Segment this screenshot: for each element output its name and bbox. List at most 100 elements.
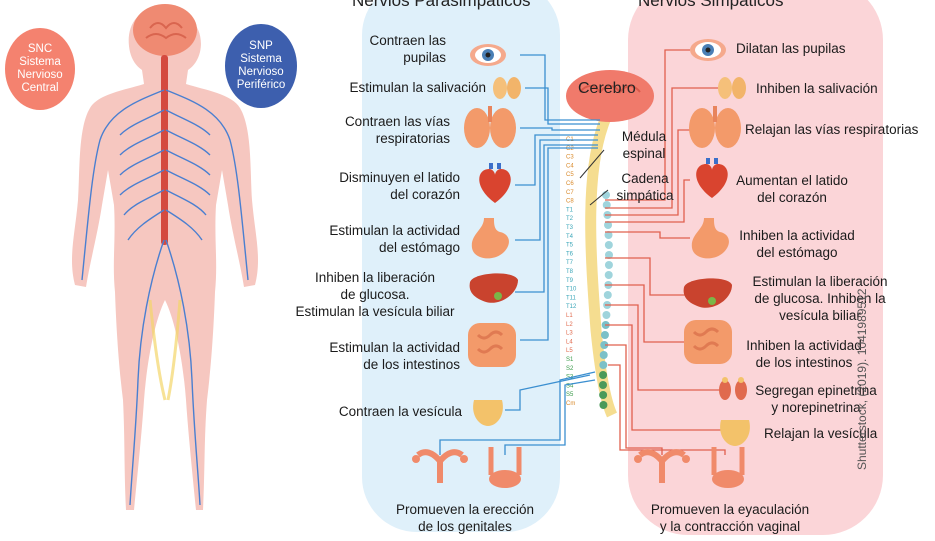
chain-ganglion [603, 291, 612, 299]
vertebra-label-c8: C8 [566, 199, 574, 205]
chain-ganglion [599, 371, 608, 379]
para-effect-liver: Inhiben la liberación de glucosa. Estimu… [295, 270, 455, 319]
para-effect-stomach: Estimulan la actividad del estómago [329, 223, 460, 255]
salivary-gland-icon [493, 77, 521, 99]
chain-ganglion [599, 361, 608, 369]
vertebra-labels: C1C2C3C4C5C6C7C8T1T2T3T4T5T6T7T8T9T10T11… [566, 137, 577, 407]
male-reproductive-icon [711, 447, 745, 488]
intestines-icon [684, 320, 732, 364]
vertebra-label-l2: L2 [566, 322, 573, 328]
vertebra-label-t8: T8 [566, 269, 574, 275]
vertebra-label-c3: C3 [566, 155, 574, 161]
chain-ganglion [602, 311, 611, 319]
para-effect-heart: Disminuyen el latido del corazón [339, 170, 460, 202]
parasympathetic-pathways [439, 54, 600, 455]
chain-ganglion [604, 251, 613, 259]
vertebra-label-t1: T1 [566, 207, 574, 213]
snp-badge: SNP Sistema Nervioso Periférico [225, 24, 297, 108]
para-effect-bladder: Contraen la vesícula [338, 404, 462, 419]
heart-icon [479, 163, 511, 203]
human-body-icon [71, 4, 259, 510]
brain-label: Cerebro [578, 80, 636, 97]
symp-effect-salivation: Inhiben la salivación [756, 81, 878, 96]
female-reproductive-icon [412, 449, 468, 483]
vertebra-label-t10: T10 [566, 287, 577, 293]
stomach-icon [471, 218, 509, 259]
vertebra-label-c6: C6 [566, 181, 574, 187]
vertebra-label-t9: T9 [566, 278, 574, 284]
symp-effect-stomach: Inhiben la actividad del estómago [739, 228, 855, 260]
vertebra-label-s5: S5 [566, 392, 574, 398]
chain-ganglion [599, 381, 608, 389]
spinal-cord-label: Médula espinal [621, 129, 667, 161]
liver-icon [683, 278, 732, 308]
vertebra-label-t7: T7 [566, 260, 574, 266]
liver-icon [469, 273, 518, 303]
vertebra-label-s2: S2 [566, 366, 574, 372]
vertebra-label-t12: T12 [566, 304, 577, 310]
vertebra-label-s1: S1 [566, 357, 574, 363]
symp-effect-adrenal: Segregan epinetrina y norepinetrina [755, 383, 877, 415]
vertebra-label-s4: S4 [566, 383, 574, 389]
male-reproductive-icon [488, 447, 522, 488]
symp-effect-heart: Aumentan el latido del corazón [736, 173, 848, 205]
vertebra-label-t5: T5 [566, 243, 574, 249]
chain-ganglion [604, 261, 613, 269]
heart-icon [696, 158, 728, 198]
vertebra-label-t2: T2 [566, 216, 574, 222]
symp-effect-airways: Relajan las vías respiratorias [745, 122, 919, 137]
chain-ganglion [599, 401, 608, 409]
symp-effect-pupils: Dilatan las pupilas [736, 41, 846, 56]
symp-effect-genitals: Promueven la eyaculación y la contracció… [650, 502, 810, 534]
vertebra-label-c7: C7 [566, 190, 574, 196]
vertebra-label-l5: L5 [566, 348, 573, 354]
eye-icon [470, 44, 506, 66]
image-credit: Shutterstock, (2019). 1041989512 [855, 288, 869, 470]
vertebra-label-t4: T4 [566, 234, 574, 240]
vertebra-label-l1: L1 [566, 313, 573, 319]
salivary-gland-icon [718, 77, 746, 99]
snc-badge: SNC Sistema Nervioso Central [5, 28, 75, 110]
sympathetic-header: Nervios Simpáticos [638, 0, 784, 10]
chain-ganglion [599, 391, 608, 399]
symp-effect-liver: Estimulan la liberación de glucosa. Inhi… [752, 274, 888, 323]
chain-ganglion [600, 341, 609, 349]
chain-ganglion [599, 351, 608, 359]
chain-ganglion [602, 201, 611, 209]
vertebra-label-t6: T6 [566, 251, 574, 257]
vertebra-label-cm: Cm [566, 401, 575, 407]
lungs-icon [689, 106, 741, 148]
para-effect-pupils: Contraen las pupilas [369, 33, 446, 65]
para-effect-genitals: Promueven la erección de los genitales [395, 502, 535, 534]
sympathetic-pathways [605, 49, 730, 455]
spinal-column [579, 117, 618, 418]
vertebra-label-c4: C4 [566, 163, 574, 169]
intestines-icon [468, 323, 516, 367]
para-effect-airways: Contraen las vías respiratorias [344, 114, 450, 146]
eye-icon [690, 39, 726, 61]
symp-effect-intestines: Inhiben la actividad de los intestinos [746, 338, 862, 370]
parasympathetic-header: Nervios Parasimpáticos [352, 0, 531, 10]
vertebra-label-t11: T11 [566, 295, 577, 301]
vertebra-label-l3: L3 [566, 331, 573, 337]
chain-ganglion [604, 231, 613, 239]
adrenal-kidney-icon [719, 377, 747, 400]
para-effect-intestines: Estimulan la actividad de los intestinos [329, 340, 460, 372]
vertebra-label-l4: L4 [566, 339, 573, 345]
symp-effect-bladder: Relajan la vesícula [764, 426, 878, 441]
lungs-icon [464, 106, 516, 148]
chain-ganglion [600, 331, 609, 339]
para-effect-salivation: Estimulan la salivación [349, 80, 486, 95]
chain-ganglion [604, 241, 613, 249]
sympathetic-chain-label: Cadena simpática [616, 171, 674, 203]
vertebra-label-c2: C2 [566, 146, 574, 152]
chain-ganglion [604, 221, 613, 229]
brain-icon [566, 70, 654, 122]
vertebra-label-c5: C5 [566, 172, 574, 178]
bladder-icon [720, 420, 750, 446]
vertebra-label-t3: T3 [566, 225, 574, 231]
female-reproductive-icon [634, 449, 690, 483]
stomach-icon [691, 218, 729, 259]
